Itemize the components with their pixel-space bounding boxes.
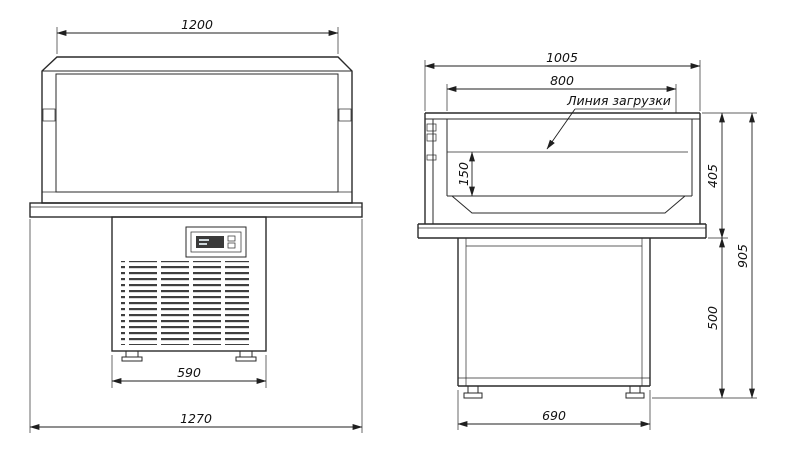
dim-text: 1200	[181, 17, 213, 32]
control-panel	[185, 226, 247, 258]
dim-text: 1270	[180, 411, 212, 426]
dim-opening-depth: 800	[446, 73, 677, 113]
dim-overall-width: 1270	[29, 219, 363, 433]
dim-base-depth: 690	[457, 390, 651, 430]
control-button-2	[227, 242, 236, 249]
side-foot-right-base	[625, 392, 645, 399]
front-view: 1200 590 1270	[29, 17, 363, 433]
dim-text: 500	[705, 306, 720, 330]
dim-top-width: 1200	[56, 17, 339, 54]
dim-upper-height: 405	[702, 112, 757, 239]
dim-loading-height: 150	[456, 151, 475, 197]
dim-lower-height: 500	[705, 237, 725, 399]
hinge-block-3	[426, 154, 437, 161]
display-row-2	[199, 243, 207, 245]
dim-text: 590	[177, 365, 201, 380]
side-view: Линия загрузки	[417, 50, 757, 430]
dim-text: 405	[705, 164, 720, 188]
pan-outline	[451, 195, 686, 214]
dim-text: 690	[542, 408, 566, 423]
pedestal	[457, 238, 651, 387]
hinge-block-2	[426, 133, 437, 142]
dim-overall-height: 905	[652, 112, 757, 399]
front-foot-left-base	[121, 356, 143, 362]
leader-line	[546, 108, 576, 150]
dim-overall-depth: 1005	[424, 50, 701, 111]
control-panel-bezel	[190, 231, 242, 253]
dim-text: 1005	[546, 50, 578, 65]
control-button-1	[227, 235, 236, 242]
loading-line-callout: Линия загрузки	[546, 93, 671, 150]
machine-compartment	[111, 216, 267, 352]
dim-text: 905	[735, 244, 750, 268]
control-display	[196, 236, 224, 248]
dim-unit-width: 590	[111, 355, 267, 388]
hinge-block-1	[426, 123, 437, 132]
dim-text: 150	[456, 162, 471, 186]
loading-line-label: Линия загрузки	[566, 93, 671, 108]
dim-text: 800	[550, 73, 574, 88]
vent-grille	[121, 261, 249, 345]
side-foot-left-base	[463, 392, 483, 399]
canopy-left-latch	[42, 108, 56, 122]
front-foot-right-base	[235, 356, 257, 362]
canopy-right-latch	[338, 108, 352, 122]
display-row-1	[199, 239, 209, 241]
